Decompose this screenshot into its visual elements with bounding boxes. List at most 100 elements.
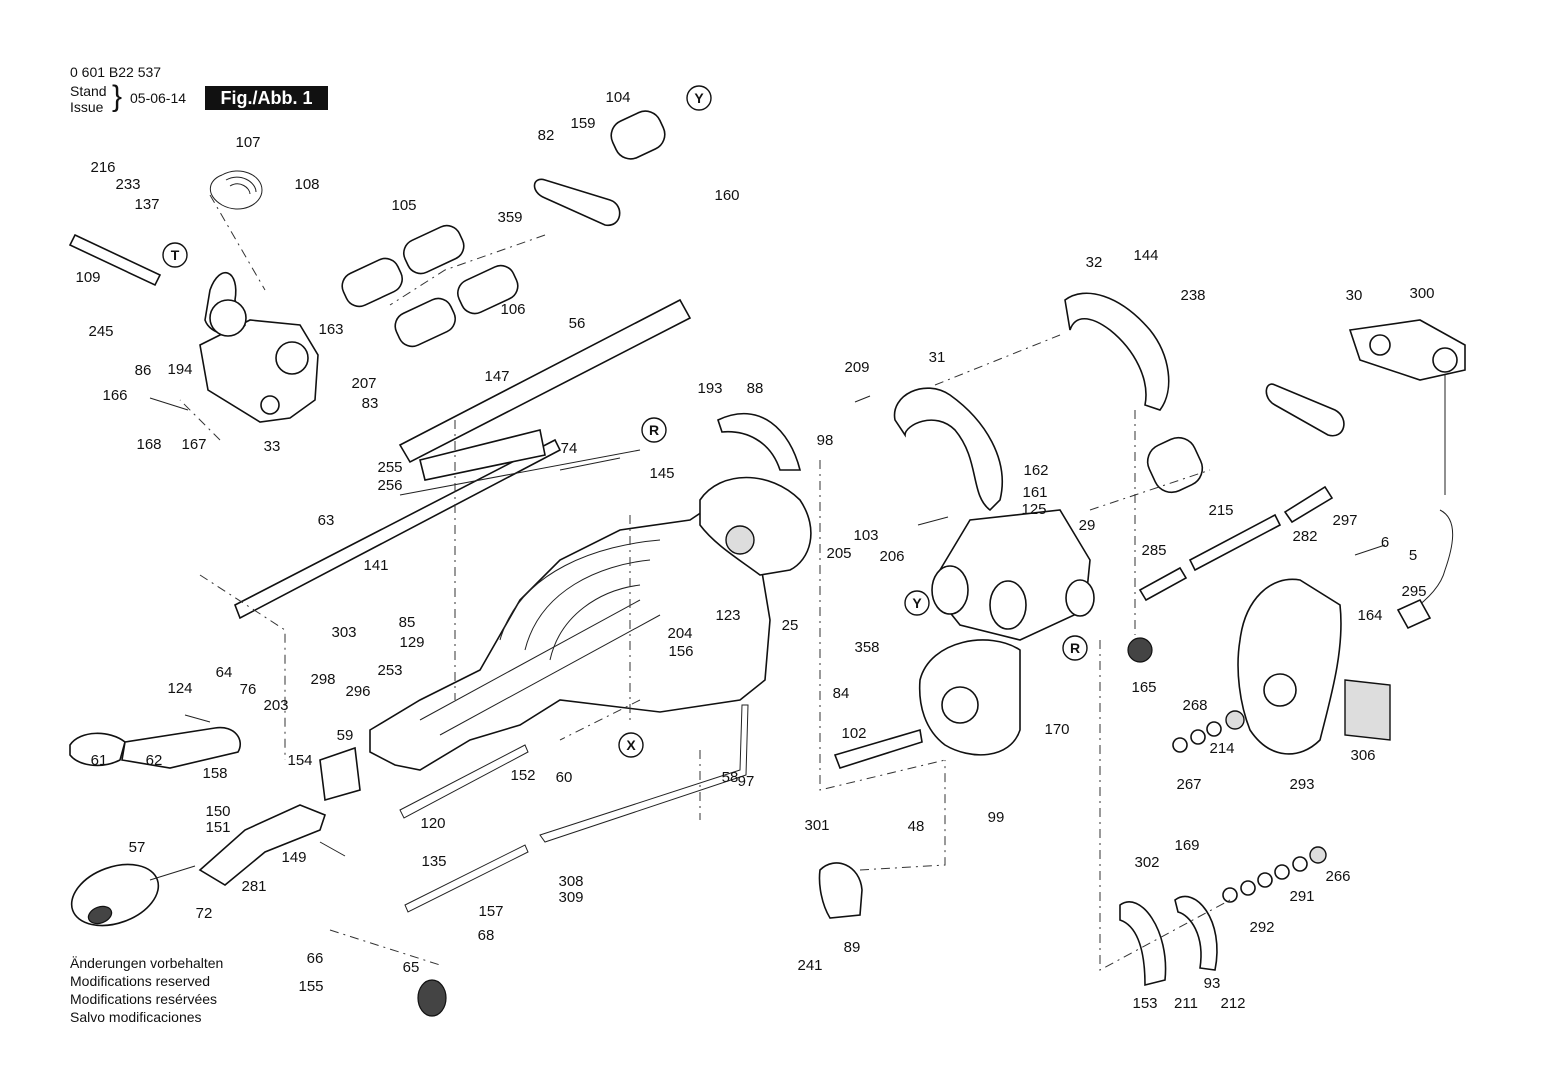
part-label-103: 103	[853, 527, 878, 544]
part-label-29: 29	[1079, 517, 1096, 534]
part-label-68: 68	[478, 927, 495, 944]
part-label-48: 48	[908, 818, 925, 835]
svg-text:X: X	[626, 737, 636, 753]
part-label-282: 282	[1292, 528, 1317, 545]
rod-135	[399, 744, 529, 819]
part-label-293: 293	[1289, 776, 1314, 793]
part-label-158: 158	[202, 765, 227, 782]
part-label-268: 268	[1182, 697, 1207, 714]
part-label-169: 169	[1174, 837, 1199, 854]
part-label-233: 233	[115, 176, 140, 193]
part-label-170: 170	[1044, 721, 1069, 738]
part-label-85: 85	[399, 614, 416, 631]
part-label-5: 5	[1409, 547, 1417, 564]
reference-marker-y-1: Y	[686, 85, 712, 111]
part-label-72: 72	[196, 905, 213, 922]
part-label-104: 104	[605, 89, 630, 106]
part-label-292: 292	[1249, 919, 1274, 936]
tube-105-a	[341, 257, 403, 308]
part-label-64: 64	[216, 664, 233, 681]
knob-65	[417, 979, 447, 1017]
part-label-300: 300	[1409, 285, 1434, 302]
blade-guard	[699, 476, 812, 576]
part-label-109: 109	[75, 269, 100, 286]
reference-marker-y-2: Y	[904, 590, 930, 616]
part-label-135: 135	[421, 853, 446, 870]
threaded-rod	[399, 449, 641, 496]
part-label-31: 31	[929, 349, 946, 366]
part-label-147: 147	[484, 368, 509, 385]
part-label-123: 123	[715, 607, 740, 624]
part-label-204: 204	[667, 625, 692, 642]
part-label-102: 102	[841, 725, 866, 742]
part-label-253: 253	[377, 662, 402, 679]
part-label-151: 151	[205, 819, 230, 836]
part-label-358: 358	[854, 639, 879, 656]
issue-label: Issue	[70, 99, 104, 115]
part-label-207: 207	[351, 375, 376, 392]
part-label-160: 160	[714, 187, 739, 204]
part-label-267: 267	[1176, 776, 1201, 793]
part-label-281: 281	[241, 878, 266, 895]
part-label-203: 203	[263, 697, 288, 714]
bracket-59	[319, 746, 361, 802]
tube-105-b	[403, 224, 465, 275]
part-label-74: 74	[561, 440, 578, 457]
part-label-291: 291	[1289, 888, 1314, 905]
part-label-83: 83	[362, 395, 379, 412]
part-label-106: 106	[500, 301, 525, 318]
part-label-302: 302	[1134, 854, 1159, 871]
svg-text:R: R	[1070, 640, 1080, 656]
tube-106-a	[394, 297, 456, 348]
part-label-124: 124	[167, 680, 192, 697]
reference-marker-r-1: R	[641, 417, 667, 443]
guard-cover	[717, 412, 802, 471]
part-label-206: 206	[879, 548, 904, 565]
disclaimer: Änderungen vorbehalten Modifications res…	[70, 954, 223, 1026]
part-label-245: 245	[88, 323, 113, 340]
part-label-120: 120	[420, 815, 445, 832]
part-label-59: 59	[337, 727, 354, 744]
part-label-86: 86	[135, 362, 152, 379]
label-306	[1344, 679, 1391, 741]
part-label-62: 62	[146, 752, 163, 769]
svg-text:R: R	[649, 422, 659, 438]
part-label-256: 256	[377, 477, 402, 494]
part-label-30: 30	[1346, 287, 1363, 304]
part-label-129: 129	[399, 634, 424, 651]
part-label-167: 167	[181, 436, 206, 453]
svg-text:T: T	[171, 247, 180, 263]
part-label-149: 149	[281, 849, 306, 866]
part-label-154: 154	[287, 752, 312, 769]
part-label-137: 137	[134, 196, 159, 213]
part-label-166: 166	[102, 387, 127, 404]
rod-58	[539, 704, 749, 843]
part-label-309: 309	[558, 889, 583, 906]
part-label-125: 125	[1021, 501, 1046, 518]
part-label-214: 214	[1209, 740, 1234, 757]
part-label-33: 33	[264, 438, 281, 455]
part-label-298: 298	[310, 671, 335, 688]
figure-badge: Fig./Abb. 1	[205, 86, 328, 110]
part-label-159: 159	[570, 115, 595, 132]
part-label-295: 295	[1401, 583, 1426, 600]
plate-82-right	[1265, 383, 1345, 437]
knob-screw	[149, 865, 196, 881]
part-label-303: 303	[331, 624, 356, 641]
base-casting	[369, 498, 771, 771]
part-label-153: 153	[1132, 995, 1157, 1012]
part-label-205: 205	[826, 545, 851, 562]
part-label-211: 211	[1174, 995, 1198, 1012]
rail-slide	[419, 429, 546, 481]
part-label-308: 308	[558, 873, 583, 890]
part-label-156: 156	[668, 643, 693, 660]
part-label-56: 56	[569, 315, 586, 332]
part-label-150: 150	[205, 803, 230, 820]
disclaimer-de: Änderungen vorbehalten	[70, 955, 224, 971]
part-label-238: 238	[1180, 287, 1205, 304]
stand-label: Stand	[70, 83, 107, 99]
part-label-32: 32	[1086, 254, 1103, 271]
plate-82-left	[533, 178, 621, 226]
part-label-168: 168	[136, 436, 161, 453]
